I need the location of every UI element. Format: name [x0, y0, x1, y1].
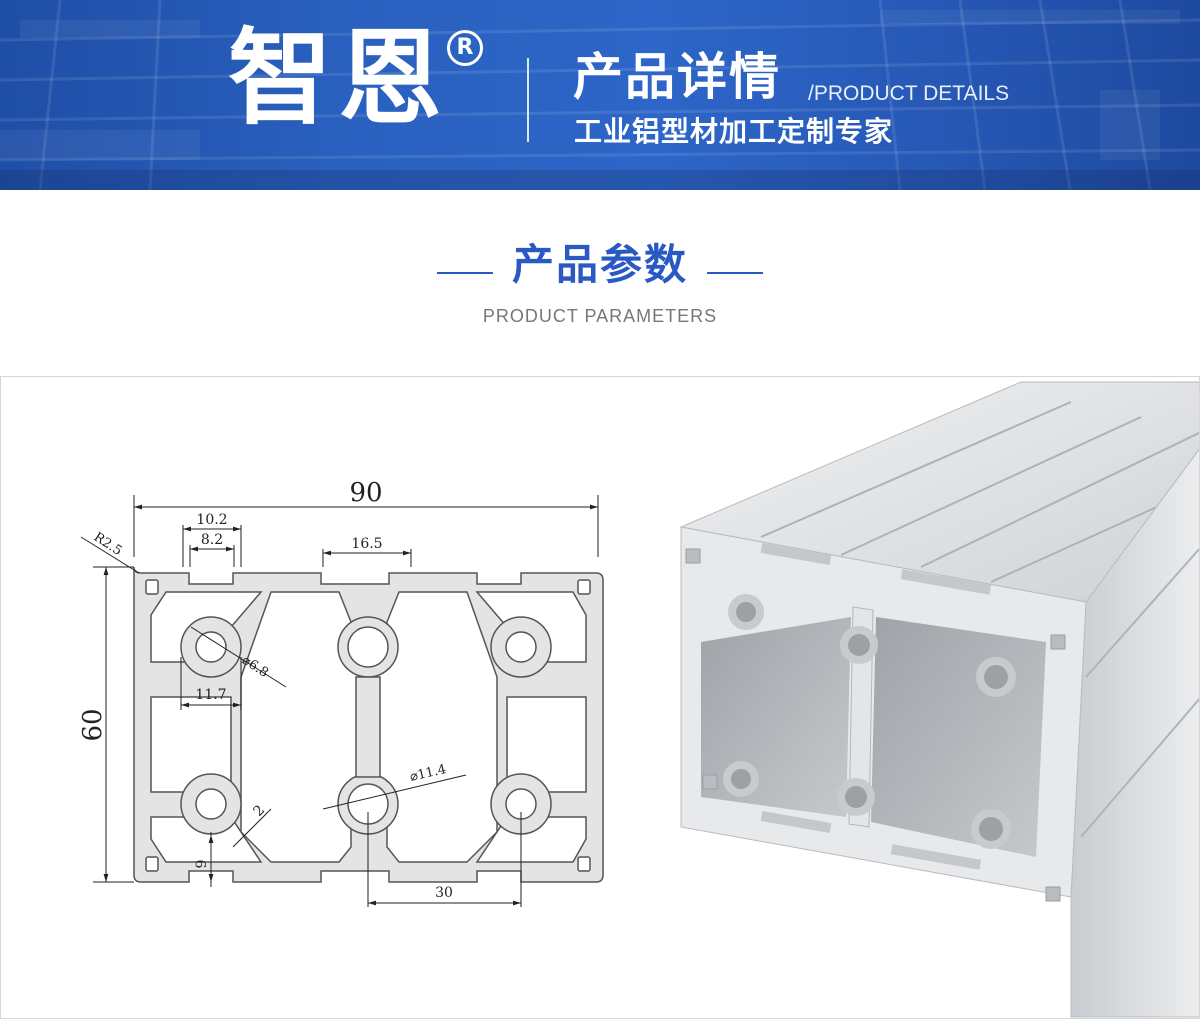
brand-logo-text: 智恩	[228, 17, 449, 139]
banner-title: 产品详情	[573, 48, 781, 106]
heading-line-right	[707, 272, 763, 274]
dim-slot-pitch: 16.5	[351, 536, 382, 552]
dim-boss-width: 11.7	[195, 687, 226, 703]
dim-hole-pitch: 30	[435, 885, 453, 901]
warehouse-background	[0, 0, 1200, 190]
dim-slot-inner: 8.2	[201, 532, 223, 548]
profile-product-render	[679, 381, 1199, 1018]
banner-title-en: /PRODUCT DETAILS	[808, 82, 1010, 105]
dim-corner-radius: R2.5	[91, 530, 125, 559]
section-title: 产品参数	[511, 240, 688, 289]
section-subtitle: PRODUCT PARAMETERS	[482, 306, 718, 326]
banner-divider	[527, 58, 529, 142]
profile-cross-section-drawing: 90 60 R2.5 10.2 8.2 16.5 ⌀6.8 11.7 ⌀11.4…	[78, 478, 604, 907]
dim-width: 90	[349, 478, 382, 508]
banner-subtitle: 工业铝型材加工定制专家	[574, 115, 894, 148]
header-banner: 智恩 R 产品详情 /PRODUCT DETAILS 工业铝型材加工定制专家	[0, 0, 1200, 190]
dim-depth: 9	[194, 860, 210, 869]
dim-slot-outer: 10.2	[196, 512, 227, 528]
registered-mark: R	[447, 30, 483, 66]
product-panel: 90 60 R2.5 10.2 8.2 16.5 ⌀6.8 11.7 ⌀11.4…	[0, 376, 1200, 1019]
dim-height: 60	[78, 708, 108, 741]
heading-line-left	[437, 272, 493, 274]
